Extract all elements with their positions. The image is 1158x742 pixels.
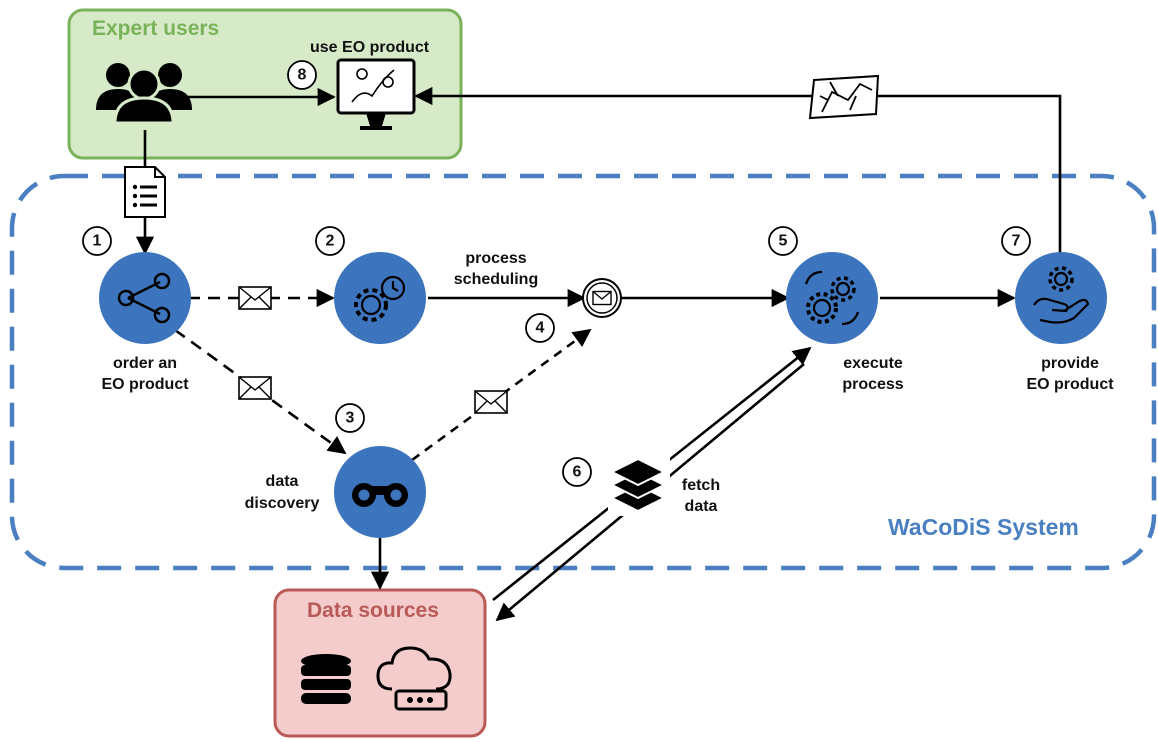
- node-order-product: [99, 252, 191, 344]
- system-boundary: WaCoDiS System: [9, 173, 1157, 571]
- step-number-3: 3: [335, 403, 365, 433]
- discovery-label-line2: discovery: [245, 495, 320, 512]
- step-number-2: 2: [315, 226, 345, 256]
- svg-text:7: 7: [1012, 233, 1021, 250]
- system-title: WaCoDiS System: [888, 514, 1079, 540]
- scheduling-label-line1: process: [465, 250, 526, 267]
- svg-text:4: 4: [536, 320, 545, 337]
- node-execute-process: [786, 252, 878, 344]
- document-list-icon: [124, 166, 166, 218]
- svg-text:8: 8: [298, 67, 307, 84]
- step-number-5: 5: [768, 226, 798, 256]
- envelope-icon: [592, 290, 612, 306]
- svg-text:6: 6: [573, 464, 582, 481]
- step-number-7: 7: [1001, 226, 1031, 256]
- hand-gear-icon: [1033, 266, 1090, 324]
- use-product-label: use EO product: [310, 39, 430, 56]
- fetch-label-line1: fetch: [682, 477, 720, 494]
- data-sources-title: Data sources: [307, 599, 439, 622]
- database-icon: [301, 654, 351, 704]
- envelope-icon: [474, 390, 508, 414]
- execute-label-line1: execute: [843, 355, 903, 372]
- layers-icon: [608, 457, 670, 516]
- cloud-server-icon: [376, 646, 452, 711]
- svg-text:3: 3: [346, 410, 355, 427]
- order-product-label-line1: order an: [113, 355, 177, 372]
- node-process-scheduling: [334, 252, 426, 344]
- provide-label-line2: EO product: [1026, 376, 1114, 393]
- step-number-1: 1: [82, 226, 112, 256]
- monitor-map-icon: [336, 58, 416, 130]
- step-number-6: 6: [562, 457, 592, 487]
- binoculars-icon: [352, 483, 408, 507]
- envelope-icon: [238, 376, 272, 400]
- expert-users-title: Expert users: [92, 17, 219, 40]
- svg-text:5: 5: [779, 233, 788, 250]
- node-data-discovery: [334, 446, 426, 538]
- provide-label-line1: provide: [1041, 355, 1099, 372]
- map-icon: [808, 74, 880, 120]
- discovery-label-line1: data: [266, 473, 299, 490]
- execute-label-line2: process: [842, 376, 903, 393]
- users-icon: [96, 63, 192, 125]
- node-provide-product: [1015, 252, 1107, 344]
- node-message-event: [582, 278, 622, 318]
- order-product-label-line2: EO product: [101, 376, 189, 393]
- gear-clock-icon: [354, 275, 406, 322]
- step-number-4: 4: [525, 313, 555, 343]
- gears-cycle-icon: [804, 270, 860, 326]
- scheduling-label-line2: scheduling: [454, 271, 538, 288]
- envelope-icon: [238, 286, 272, 310]
- fetch-label-line2: data: [685, 498, 718, 515]
- share-nodes-icon: [117, 272, 171, 324]
- svg-text:1: 1: [93, 233, 102, 250]
- svg-text:2: 2: [326, 233, 335, 250]
- step-number-8: 8: [287, 60, 317, 90]
